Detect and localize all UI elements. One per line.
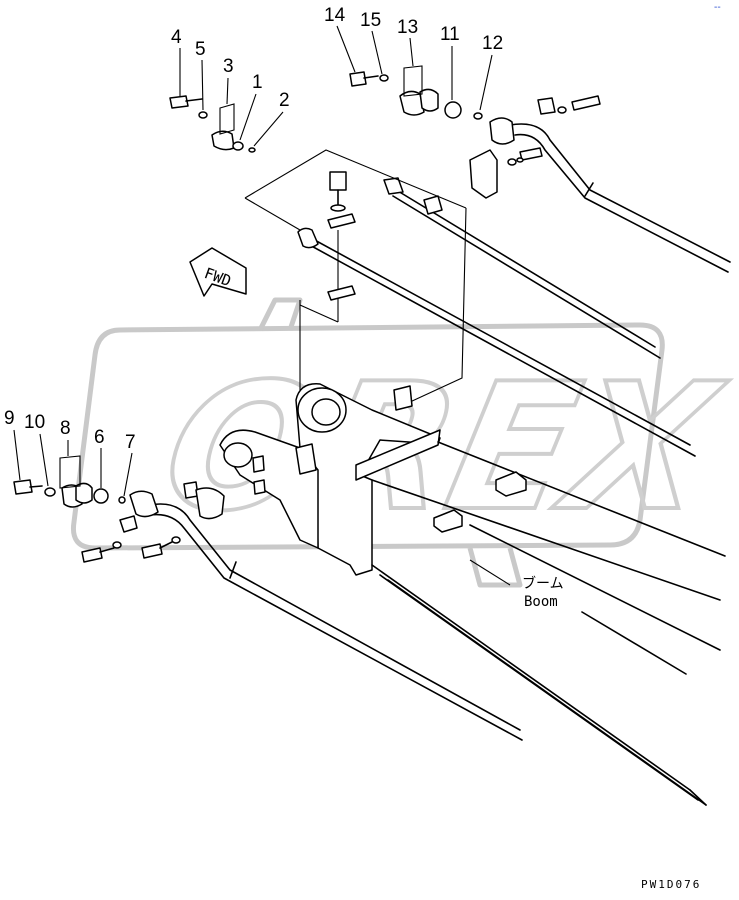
callout-15: 15 — [360, 10, 381, 31]
corner-mark: -- — [714, 2, 721, 13]
callout-13: 13 — [397, 17, 418, 38]
callout-5: 5 — [195, 39, 206, 60]
callout-11: 11 — [440, 24, 460, 45]
lower-tube-assembly — [119, 481, 523, 741]
callout-2: 2 — [279, 90, 290, 111]
upper-right-exploded-parts — [349, 65, 483, 120]
boom-label-en: Boom — [524, 594, 558, 610]
callout-1: 1 — [252, 72, 263, 93]
boom-label-jp: ブーム — [522, 575, 564, 591]
leader-lines — [13, 25, 511, 586]
callout-3: 3 — [223, 56, 234, 77]
top-bolt-clip — [327, 171, 356, 301]
bracket-outline — [244, 149, 467, 403]
callout-4: 4 — [171, 27, 182, 48]
fwd-arrow: FWD — [189, 247, 247, 297]
callout-7: 7 — [125, 432, 136, 453]
boom-body — [219, 383, 441, 576]
upper-tube-assembly — [297, 123, 731, 457]
callout-14: 14 — [324, 5, 346, 26]
callout-6: 6 — [94, 427, 105, 448]
lower-left-exploded-parts — [13, 455, 181, 563]
boom-label: ブーム Boom — [522, 575, 564, 610]
upper-flange-parts — [469, 95, 601, 199]
boom-rails — [371, 441, 726, 806]
callout-8: 8 — [60, 418, 71, 439]
drawing-code: PW1D076 — [641, 878, 701, 891]
callout-9: 9 — [4, 408, 15, 429]
upper-left-exploded-parts — [169, 95, 256, 153]
callout-10: 10 — [24, 412, 45, 433]
callout-12: 12 — [482, 33, 503, 54]
callout-labels: 1 2 3 4 5 6 7 8 9 10 11 12 13 14 15 — [4, 5, 503, 453]
